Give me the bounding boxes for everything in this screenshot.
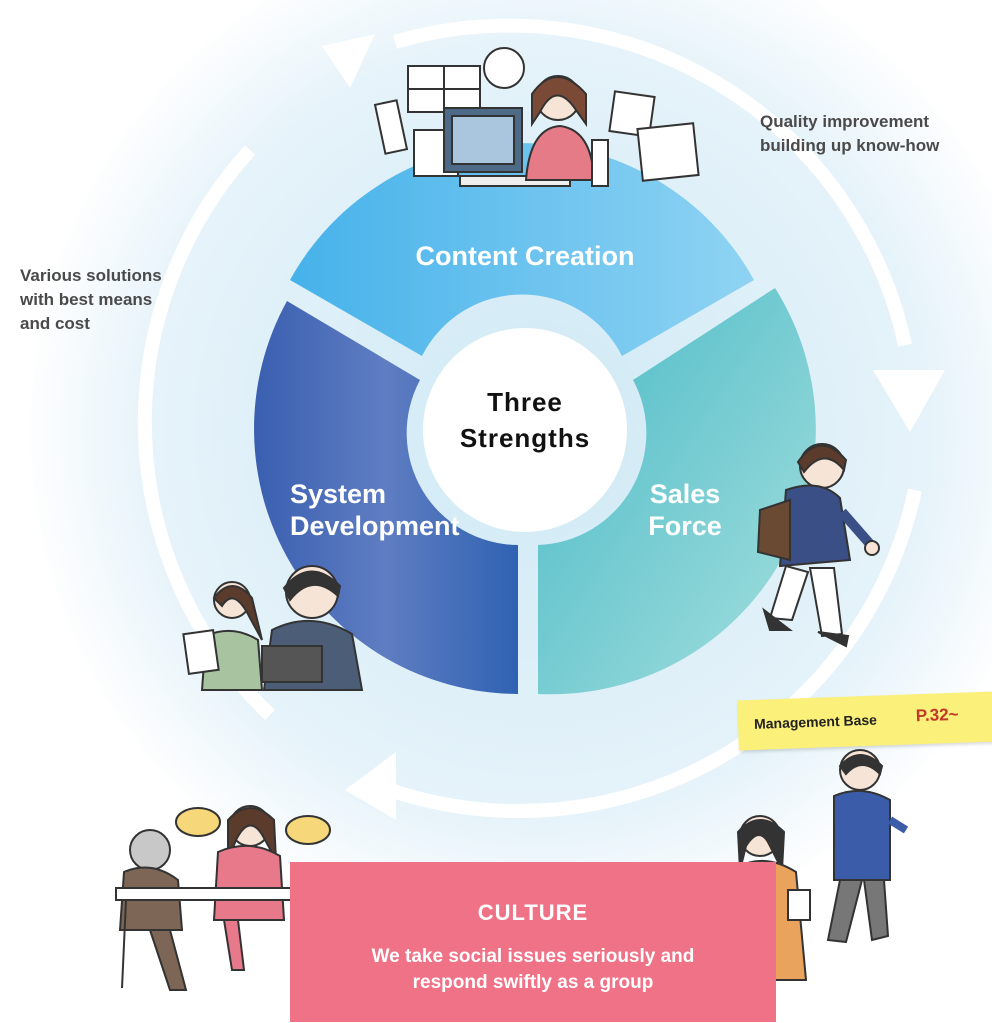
center-title: Three Strengths [430,384,620,456]
culture-box: CULTURE We take social issues seriously … [290,862,776,1022]
center-title-line1: Three [487,387,563,417]
center-circle [423,328,627,532]
sales-woman-illustration [756,443,880,648]
culture-line2: respond swiftly as a group [412,972,654,993]
developers-illustration [182,565,364,691]
management-base-note: Management Base P.32~ [737,691,992,751]
segment-sales-force [538,288,816,695]
system-development-line2: Development [290,511,460,541]
content-creation-text: Content Creation [415,241,635,271]
arrow-heads [322,34,945,820]
management-base-label: Management Base [753,711,878,732]
content-creation-label: Content Creation [380,240,670,272]
right-label-line2: building up know-how [760,136,940,155]
system-development-label: System Development [290,478,490,542]
sales-force-line1: Sales [649,479,721,509]
right-cycle-label: Quality improvement building up know-how [760,110,939,158]
arrow-head-bottom-icon [345,752,396,820]
right-label-line1: Quality improvement [760,112,930,131]
left-label-line3: and cost [20,314,90,333]
sales-force-line2: Force [648,511,722,541]
sales-force-label: Sales Force [630,478,740,542]
culture-description: We take social issues seriously and resp… [290,944,776,996]
left-label-line2: with best means [20,290,153,309]
culture-line1: We take social issues seriously and [371,946,695,967]
segment-content-creation [290,143,754,356]
culture-title: CULTURE [477,900,589,925]
left-label-line1: Various solutions [20,266,162,285]
system-development-line1: System [290,479,387,509]
management-base-page-ref: P.32~ [915,704,959,726]
content-creator-illustration [373,47,700,187]
arrow-head-right-icon [873,370,945,432]
center-title-line2: Strengths [459,423,591,453]
arrow-head-top-icon [322,34,375,88]
left-cycle-label: Various solutions with best means and co… [20,264,162,336]
